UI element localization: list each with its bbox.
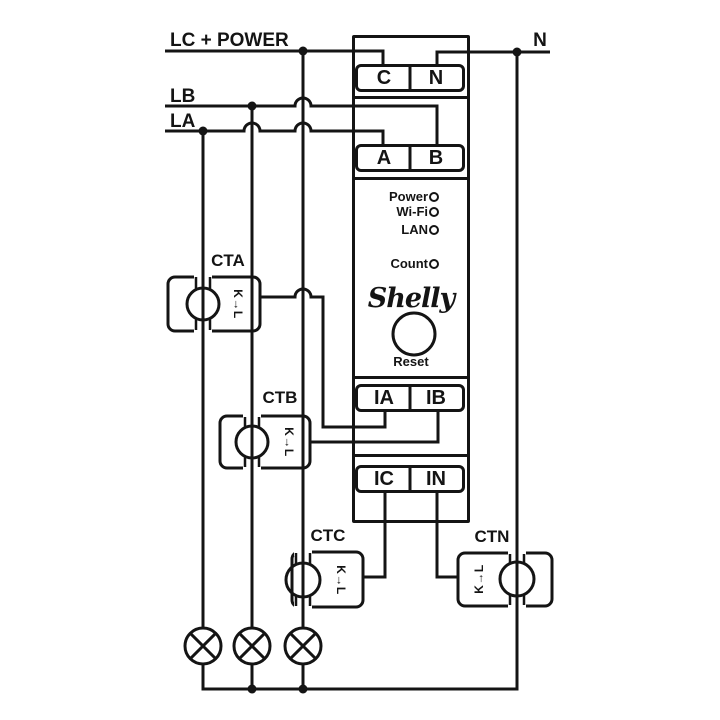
ct-a-opening <box>185 286 221 322</box>
junction-dots <box>198 46 522 694</box>
lan-led-label: LAN <box>401 222 428 237</box>
terminal-strip-power: C N <box>355 64 465 92</box>
wifi-led <box>429 207 439 217</box>
terminal-strip-voltage: A B <box>355 144 465 172</box>
terminal-strip-current-ab: IA IB <box>355 384 465 412</box>
terminal-ia: IA <box>374 387 394 409</box>
ct-b-body <box>218 414 312 470</box>
terminal-b: B <box>428 147 444 169</box>
lamp-b-icon <box>232 626 272 666</box>
device-section-divider <box>352 177 470 180</box>
ct-b-polarity-marking: K→L <box>282 427 296 457</box>
neutral-line-label: N <box>533 30 547 51</box>
lamp-a-icon <box>183 626 223 666</box>
lb-line-label: LB <box>170 86 196 107</box>
wire-la-to-a <box>165 121 385 147</box>
terminal-n: N <box>428 67 444 89</box>
ct-bodies <box>166 275 554 609</box>
ct-c-label: CTC <box>310 526 346 545</box>
power-led-label: Power <box>388 189 428 204</box>
terminal-strip-divider <box>408 468 412 490</box>
led-indicators <box>429 192 439 269</box>
lamp-c-icon <box>283 626 323 666</box>
terminal-ic: IC <box>374 468 394 490</box>
ct-n-opening <box>498 560 536 598</box>
count-led-label: Count <box>390 256 428 271</box>
terminal-in: IN <box>426 468 446 490</box>
lc-power-line-label: LC + POWER <box>170 30 289 51</box>
reset-label: Reset <box>393 354 429 369</box>
device-section-divider <box>352 96 470 99</box>
ct-a-polarity-marking: K→L <box>231 289 245 319</box>
device-section-divider <box>352 454 470 457</box>
wire-la-drop-lamps-neutral-return <box>201 52 519 691</box>
terminal-strip-current-cn: IC IN <box>355 465 465 493</box>
ct-n-polarity-marking: K→L <box>472 564 486 594</box>
wire-lc-to-c <box>165 49 385 67</box>
wire-n-terminal-to-n-line <box>435 50 550 67</box>
lamp-symbols <box>183 626 323 666</box>
ct-n-body <box>456 551 554 608</box>
power-led <box>429 192 439 202</box>
reset-button <box>391 311 437 357</box>
ct-c-polarity-marking: K→L <box>334 565 348 595</box>
ct-a-body <box>166 275 262 333</box>
ct-b-opening <box>234 424 270 460</box>
wire-cta-to-ia <box>260 287 387 429</box>
conductors <box>165 49 550 691</box>
terminal-ib: IB <box>426 387 446 409</box>
terminal-c: C <box>376 67 392 89</box>
terminal-strip-divider <box>408 387 412 409</box>
terminal-strip-divider <box>408 147 412 169</box>
terminal-a: A <box>376 147 392 169</box>
terminal-strip-divider <box>408 67 412 89</box>
wire-ic-to-ctc <box>363 491 387 579</box>
shelly-device-body <box>352 35 470 523</box>
ct-b-label: CTB <box>262 388 298 407</box>
ct-split-marks <box>194 277 526 606</box>
ct-c-body <box>290 550 365 609</box>
count-led <box>429 259 439 269</box>
shelly-logo: Shelly <box>367 283 456 314</box>
wire-in-to-ctn <box>435 491 458 579</box>
device-section-divider <box>352 376 470 379</box>
ct-openings <box>185 286 536 599</box>
ct-a-label: CTA <box>211 251 245 270</box>
ct-n-label: CTN <box>474 527 510 546</box>
ct-c-opening <box>284 561 322 599</box>
wifi-led-label: Wi-Fi <box>396 204 428 219</box>
la-line-label: LA <box>170 111 196 132</box>
lan-led <box>429 225 439 235</box>
